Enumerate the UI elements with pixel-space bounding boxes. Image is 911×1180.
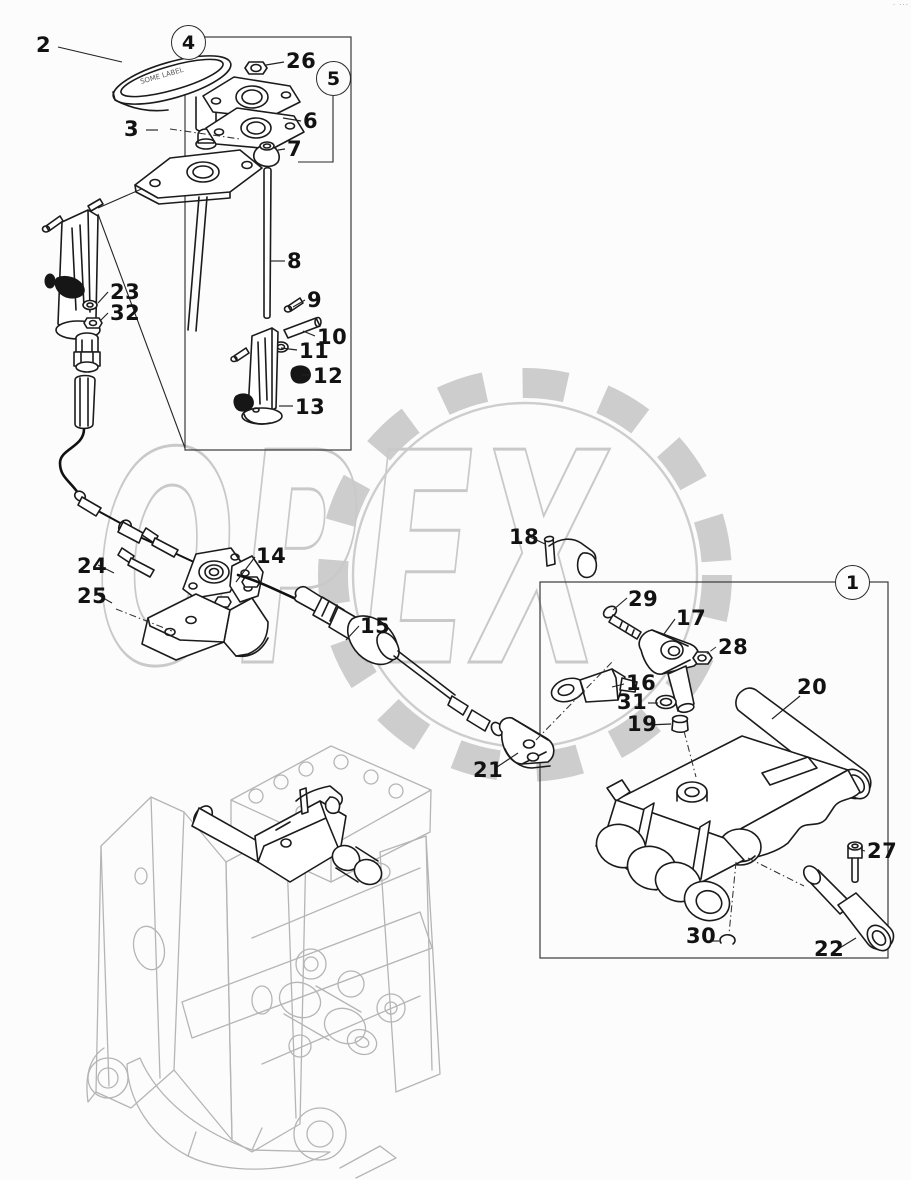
group-box-1 (539, 581, 889, 959)
part-label-18: 18 (509, 525, 540, 549)
callout-circle-5: 5 (316, 61, 351, 96)
watermark-text: OPEX (95, 389, 610, 732)
part-label-7: 7 (287, 137, 303, 161)
part-label-2: 2 (36, 33, 52, 57)
part-label-23: 23 (110, 280, 141, 304)
latch-part-18 (543, 535, 598, 579)
part-label-3: 3 (124, 117, 140, 141)
assembled-control-art (191, 785, 383, 886)
part-label-26: 26 (286, 49, 317, 73)
part-label-29: 29 (628, 587, 659, 611)
callout-5-bracket (298, 96, 334, 163)
part-label-25: 25 (77, 584, 108, 608)
group-box-4 (184, 36, 352, 451)
corner-smudge: · ··· (892, 1, 909, 9)
detail-box-4-parts (202, 61, 322, 425)
part-label-22: 22 (814, 937, 845, 961)
part-label-28: 28 (718, 635, 749, 659)
part-label-13: 13 (295, 395, 326, 419)
part-label-14: 14 (256, 544, 287, 568)
cable-and-bracket-art (117, 527, 555, 769)
part-label-9: 9 (307, 288, 323, 312)
part-label-20: 20 (797, 675, 828, 699)
part-label-15: 15 (360, 614, 391, 638)
callout-circle-4: 4 (171, 25, 206, 60)
part-label-19: 19 (627, 712, 658, 736)
part-label-24: 24 (77, 554, 108, 578)
part-label-10: 10 (317, 325, 348, 349)
part-label-11: 11 (299, 339, 330, 363)
lever-assembly: SOME LABEL (41, 55, 263, 564)
leader-lines (57, 46, 866, 950)
part-label-16: 16 (626, 671, 657, 695)
part-label-21: 21 (473, 758, 504, 782)
machine-frame-art (86, 745, 441, 1179)
part-label-30: 30 (686, 924, 717, 948)
part-label-32: 32 (110, 301, 141, 325)
part-label-31: 31 (617, 690, 648, 714)
detail-box-1-parts (550, 605, 895, 952)
callout-circle-1: 1 (835, 565, 870, 600)
svg-text:OPEX: OPEX (96, 391, 610, 732)
part-label-17: 17 (676, 606, 707, 630)
part-label-8: 8 (287, 249, 303, 273)
part-label-12: 12 (313, 364, 344, 388)
part-label-27: 27 (867, 839, 898, 863)
part-label-6: 6 (303, 109, 319, 133)
